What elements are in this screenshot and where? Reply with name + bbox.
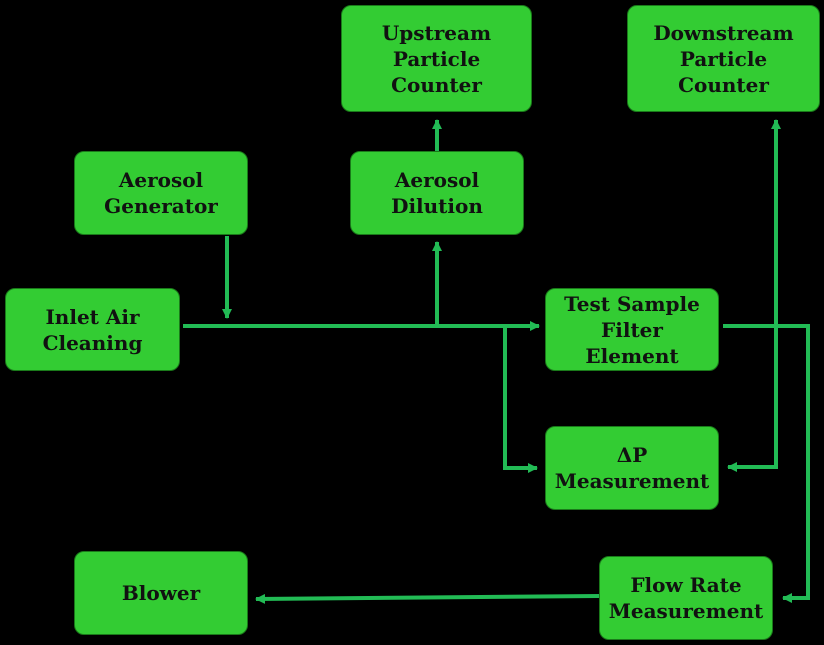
downstream-particle-counter-label: Downstream Particle Counter bbox=[653, 20, 794, 97]
dp-measurement-label: ΔP Measurement bbox=[554, 443, 710, 493]
edge-flow-to-blower bbox=[255, 593, 601, 604]
test-sample-filter-element-box: Test Sample Filter Element bbox=[545, 288, 719, 371]
upstream-particle-counter-box: Upstream Particle Counter bbox=[341, 5, 532, 112]
test-sample-filter-element-label: Test Sample Filter Element bbox=[564, 291, 700, 368]
edge-downstream-to-dp bbox=[727, 324, 778, 472]
aerosol-generator-label: Aerosol Generator bbox=[104, 168, 218, 218]
upstream-particle-counter-label: Upstream Particle Counter bbox=[381, 20, 492, 97]
dp-measurement-box: ΔP Measurement bbox=[545, 426, 719, 510]
blower-box: Blower bbox=[74, 551, 248, 635]
flow-rate-measurement-box: Flow Rate Measurement bbox=[599, 556, 773, 640]
downstream-particle-counter-box: Downstream Particle Counter bbox=[627, 5, 820, 112]
blower-label: Blower bbox=[121, 581, 201, 605]
aerosol-dilution-label: Aerosol Dilution bbox=[391, 168, 483, 218]
edge-test-sample-to-flow bbox=[774, 324, 810, 603]
inlet-air-cleaning-box: Inlet Air Cleaning bbox=[5, 288, 180, 371]
edge-test-sample-to-downstream bbox=[723, 119, 781, 328]
flow-rate-measurement-label: Flow Rate Measurement bbox=[608, 573, 764, 623]
inlet-air-cleaning-label: Inlet Air Cleaning bbox=[42, 304, 143, 355]
aerosol-generator-box: Aerosol Generator bbox=[74, 151, 248, 235]
aerosol-dilution-box: Aerosol Dilution bbox=[350, 151, 524, 235]
edge-line-to-dp bbox=[503, 324, 538, 473]
